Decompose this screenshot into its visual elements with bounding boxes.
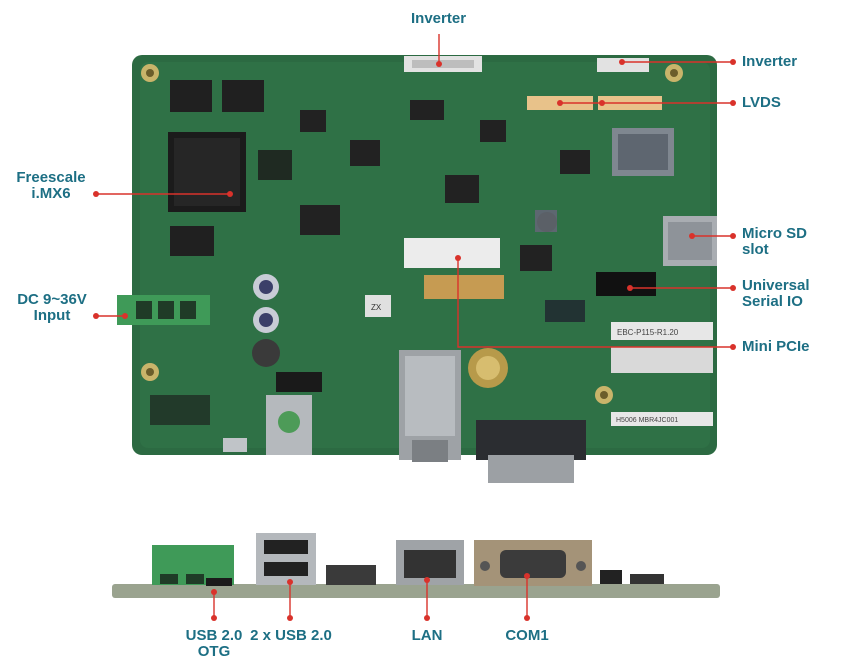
- label-freescale: Freescale i.MX6: [6, 170, 96, 202]
- label-freescale-line2: i.MX6: [31, 185, 71, 202]
- leader-minipcie: [457, 258, 733, 348]
- chip-label: ZX: [371, 303, 382, 312]
- label-mini-pcie: Mini PCIe: [742, 338, 810, 355]
- label-dc-input: DC 9~36V Input: [4, 292, 100, 324]
- board-sticker: [611, 322, 713, 340]
- label-universal-line2: Serial IO: [742, 293, 803, 310]
- mounting-holes: [141, 64, 683, 404]
- label-inverter-right: Inverter: [742, 53, 798, 70]
- sticker-text: EBC-P115-R1.20: [617, 328, 679, 337]
- label-lvds: LVDS: [742, 94, 781, 111]
- usb-otg-port: [206, 578, 232, 586]
- label-freescale-line1: Freescale: [16, 169, 86, 186]
- com1-top: [476, 420, 586, 460]
- barcode-sticker: [611, 412, 713, 426]
- barcode-text: H5006 MBR4JC001: [616, 417, 678, 424]
- universal-serial-io-header: [596, 272, 656, 296]
- label-com1: COM1: [505, 627, 549, 644]
- label-usb-otg: USB 2.0 OTG: [168, 628, 260, 660]
- label-lan: LAN: [411, 627, 443, 644]
- label-usb-otg-line1: USB 2.0: [185, 627, 243, 644]
- label-inverter-top: Inverter: [411, 10, 467, 27]
- mini-pcie-slot: [404, 238, 500, 268]
- label-universal-line1: Universal: [742, 277, 810, 294]
- label-dc-line2: Input: [33, 307, 71, 324]
- leader-dots: [93, 59, 736, 621]
- board-top-view: [117, 55, 717, 483]
- label-microsd: Micro SD slot: [742, 226, 807, 258]
- label-microsd-line2: slot: [742, 241, 769, 258]
- label-usb-otg-line2: OTG: [197, 643, 231, 660]
- pcb-side: [112, 584, 720, 598]
- label-universal-serial-io: Universal Serial IO: [742, 278, 810, 310]
- label-microsd-line1: Micro SD: [742, 225, 808, 242]
- label-dc-line1: DC 9~36V: [17, 291, 87, 308]
- label-dual-usb: 2 x USB 2.0: [250, 627, 332, 644]
- board-side-view: [112, 533, 720, 598]
